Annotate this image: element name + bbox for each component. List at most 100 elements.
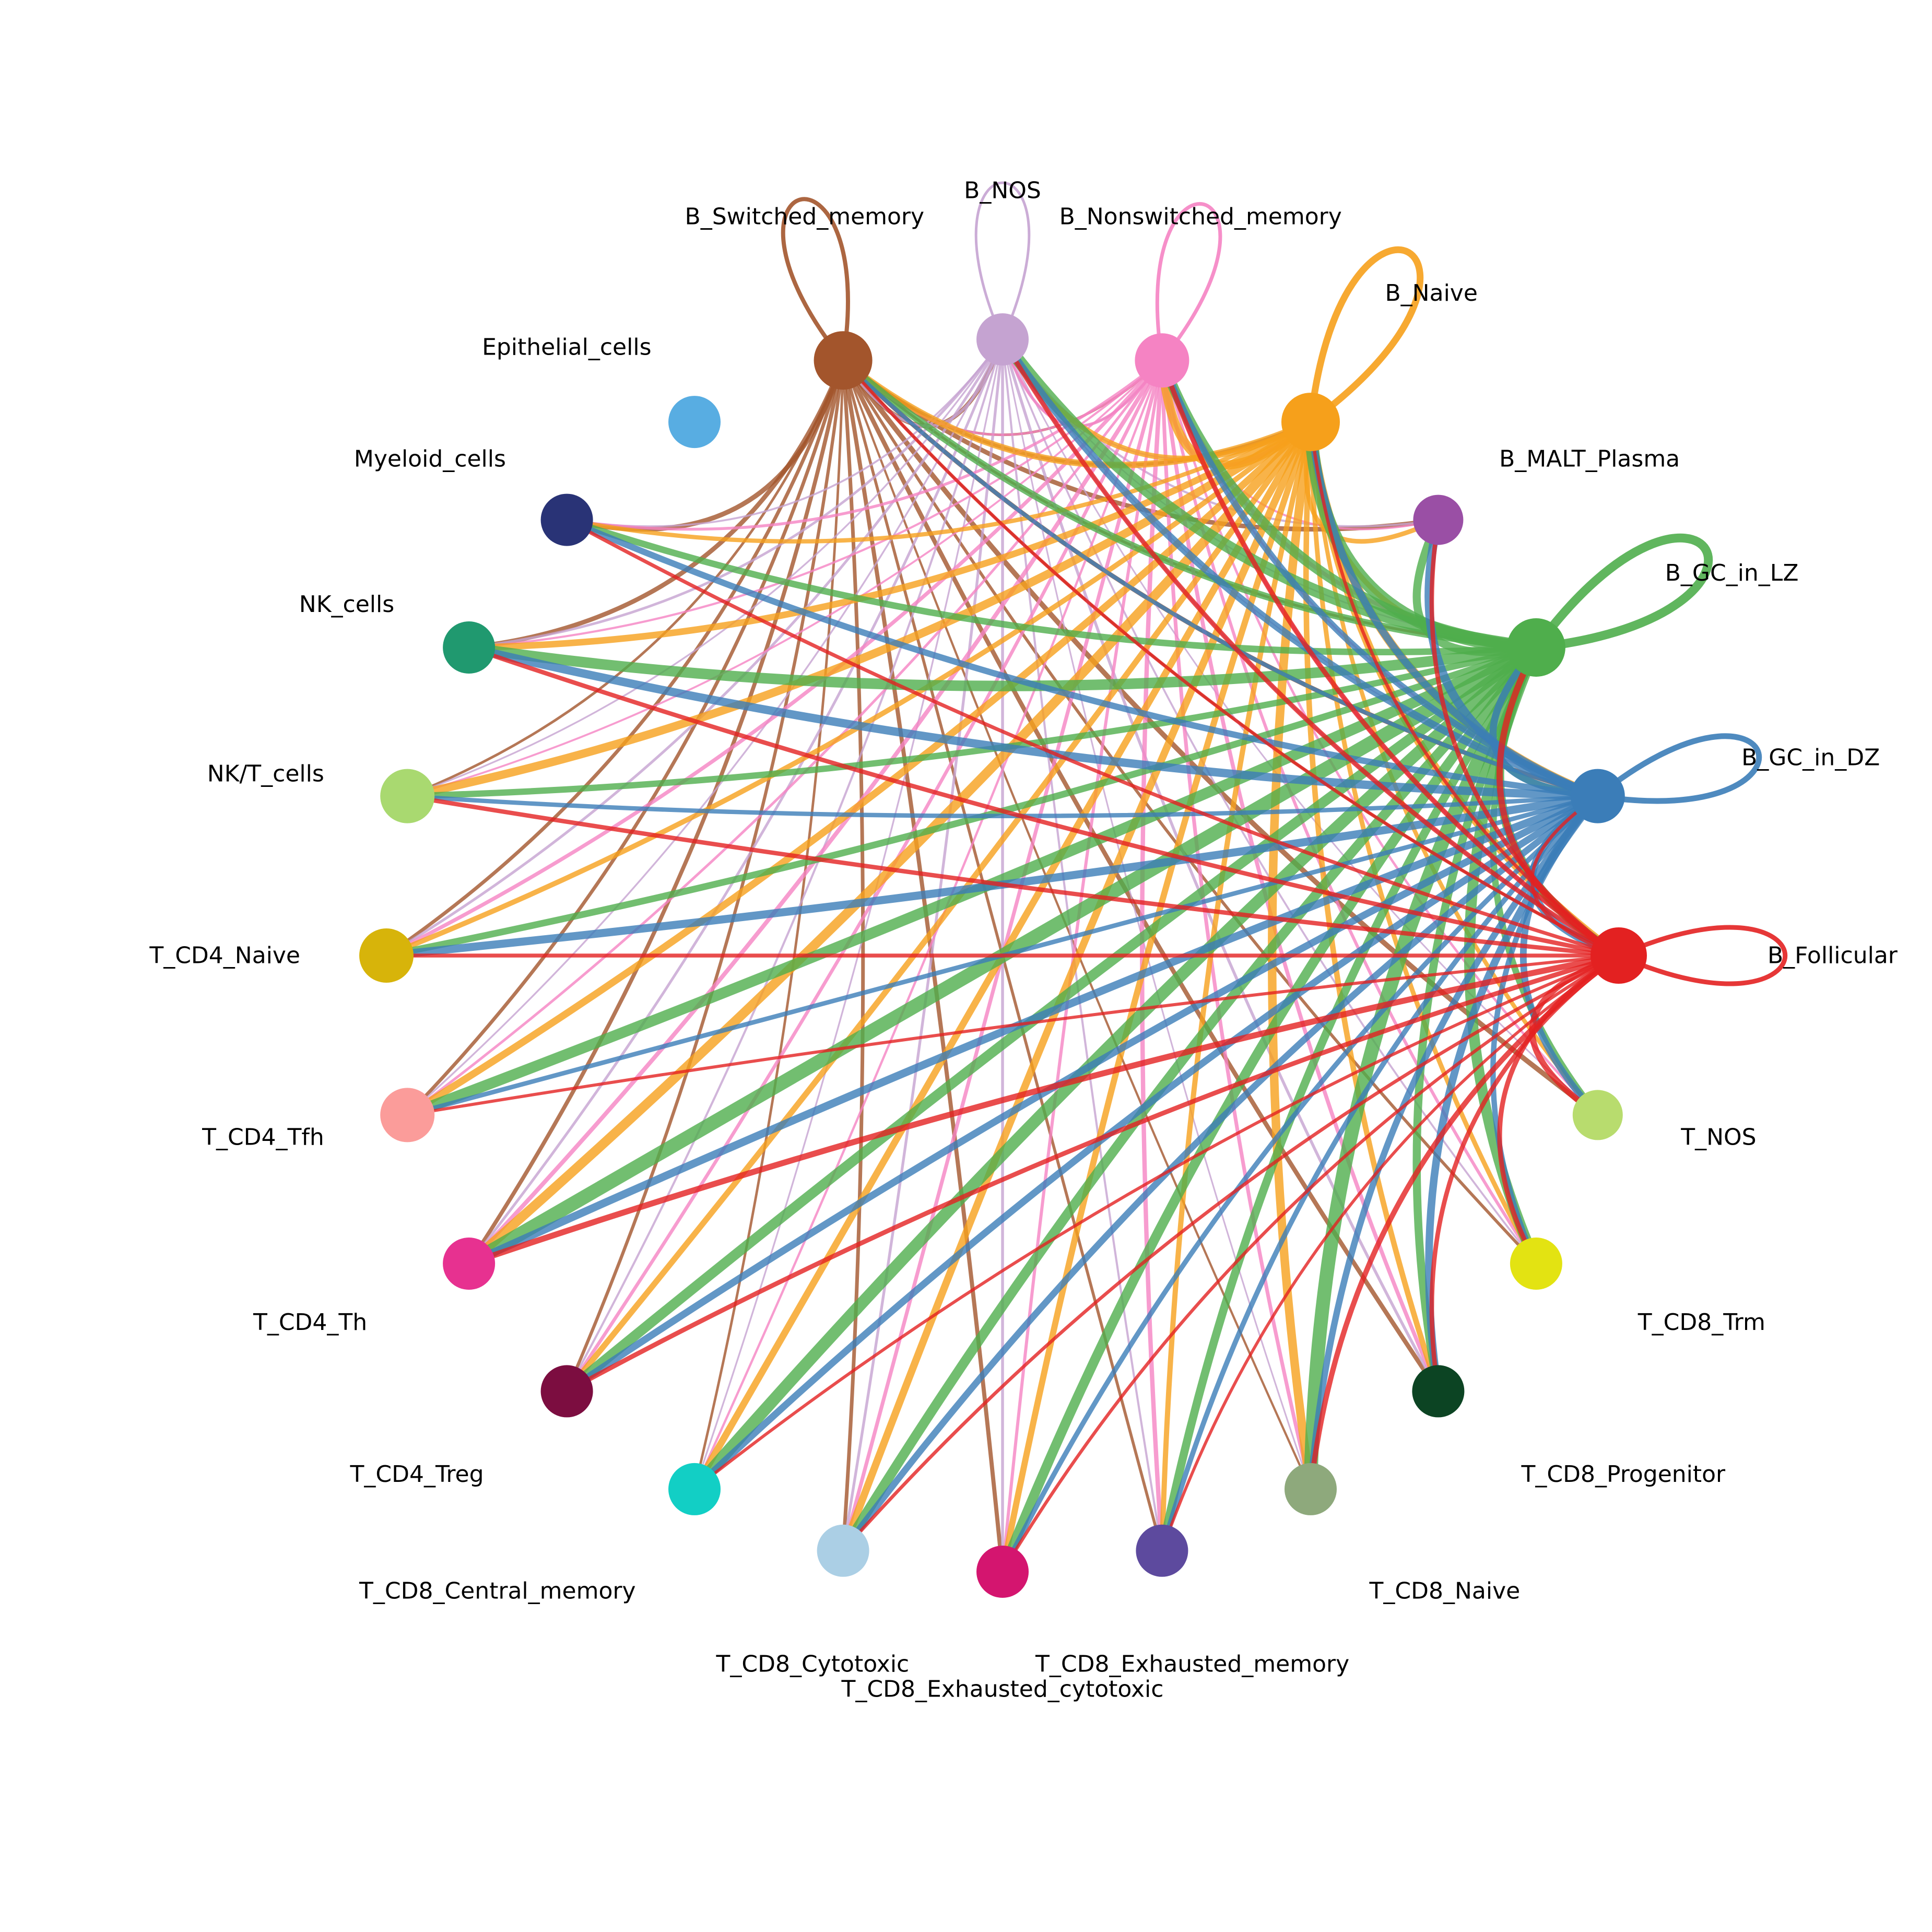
- edge-b_switched_memory-to-t_cd8_central_memory: [693, 359, 844, 1491]
- edge-b_follicular-to-b_gc_in_lz: [1496, 644, 1622, 959]
- node-t_cd4_naive: [359, 928, 414, 983]
- node-label-b_switched_memory: B_Switched_memory: [685, 203, 925, 230]
- node-label-t_cd8_central_memory: T_CD8_Central_memory: [359, 1577, 636, 1604]
- node-t_cd8_trm: [1510, 1238, 1562, 1290]
- edge-b_switched_memory-to-t_cd4_naive: [384, 358, 845, 958]
- node-b_malt_plasma: [1413, 494, 1464, 545]
- node-t_nos: [1572, 1090, 1623, 1140]
- edge-b_gc_in_dz-to-t_cd8_progenitor: [1425, 792, 1602, 1395]
- node-label-myeloid_cells: Myeloid_cells: [354, 445, 506, 472]
- edge-b_follicular-to-t_cd4_treg: [564, 953, 1621, 1394]
- node-epithelial_cells: [668, 396, 721, 449]
- node-t_cd8_central_memory: [668, 1463, 721, 1515]
- edge-b_gc_in_dz-to-b_nos: [998, 335, 1601, 800]
- edge-b_gc_in_lz-to-myeloid_cells: [563, 516, 1540, 656]
- node-label-t_cd8_naive: T_CD8_Naive: [1369, 1577, 1521, 1604]
- edge-b_gc_in_dz-to-t_cd4_treg: [563, 792, 1601, 1395]
- node-label-nk_cells: NK_cells: [299, 591, 394, 618]
- edge-b_follicular-to-nk_cells: [466, 645, 1621, 958]
- node-label-t_cd4_tfh: T_CD4_Tfh: [202, 1124, 324, 1151]
- edge-b_naive-to-t_nos: [1309, 420, 1600, 1117]
- edge-b_follicular-to-t_cd4_tfh: [406, 954, 1620, 1117]
- node-b_follicular: [1591, 927, 1647, 984]
- node-label-t_cd4_naive: T_CD4_Naive: [149, 943, 300, 969]
- edge-b_nos-to-t_nos: [1002, 338, 1599, 1116]
- edge-b_gc_in_dz-to-t_cd4_th: [465, 792, 1602, 1268]
- edge-b_follicular-to-t_cd8_central_memory: [693, 954, 1620, 1491]
- node-t_cd8_exhausted_cytotoxic: [976, 1546, 1029, 1598]
- nodes-layer: [359, 313, 1647, 1598]
- node-b_gc_in_lz: [1506, 618, 1565, 677]
- self-loop-b_gc_in_dz: [1595, 733, 1762, 804]
- node-label-t_cd8_cytotoxic: T_CD8_Cytotoxic: [716, 1651, 910, 1678]
- edge-b_nos-to-t_cd8_exhausted_memory: [1001, 338, 1163, 1552]
- edge-b_nonswitched_memory-to-t_cd4_tfh: [406, 359, 1163, 1116]
- self-loops-layer: [781, 181, 1788, 986]
- node-t_cd4_treg: [540, 1365, 593, 1418]
- edge-b_follicular-to-b_nos: [1000, 337, 1621, 958]
- self-loop-b_gc_in_lz: [1532, 533, 1713, 652]
- node-myeloid_cells: [540, 493, 593, 546]
- edge-b_naive-to-b_switched_memory: [840, 357, 1314, 468]
- node-label-t_nos: T_NOS: [1680, 1124, 1756, 1151]
- edge-b_follicular-to-b_switched_memory: [841, 358, 1621, 958]
- self-loop-b_nos: [974, 181, 1031, 341]
- node-label-epithelial_cells: Epithelial_cells: [482, 334, 651, 361]
- edge-b_nos-to-t_cd8_central_memory: [693, 338, 1004, 1490]
- node-label-b_gc_in_dz: B_GC_in_DZ: [1741, 744, 1880, 771]
- edge-b_gc_in_dz-to-nk-t_cells: [405, 794, 1600, 818]
- node-b_switched_memory: [814, 331, 873, 390]
- node-label-t_cd8_progenitor: T_CD8_Progenitor: [1521, 1461, 1726, 1488]
- node-label-b_naive: B_Naive: [1385, 280, 1478, 307]
- edge-b_follicular-to-t_cd8_cytotoxic: [841, 953, 1621, 1553]
- node-label-t_cd4_th: T_CD4_Th: [253, 1309, 367, 1336]
- self-loop-b_follicular: [1616, 925, 1788, 986]
- node-label-b_gc_in_lz: B_GC_in_LZ: [1665, 560, 1799, 586]
- edge-b_nonswitched_memory-to-t_cd4_naive: [384, 358, 1164, 958]
- edge-b_nos-to-b_switched_memory: [841, 338, 1004, 428]
- self-loop-b_switched_memory: [781, 197, 850, 363]
- node-b_naive: [1281, 393, 1340, 452]
- node-t_cd4_tfh: [380, 1088, 435, 1142]
- node-b_gc_in_dz: [1570, 769, 1625, 823]
- edges-layer: [382, 333, 1623, 1577]
- edge-b_gc_in_lz-to-b_switched_memory: [839, 357, 1540, 651]
- edge-b_follicular-to-nk-t_cells: [405, 794, 1621, 958]
- node-t_cd8_exhausted_memory: [1136, 1524, 1188, 1577]
- node-b_nos: [976, 313, 1029, 366]
- edge-b_switched_memory-to-t_cd4_th: [467, 358, 845, 1266]
- edge-b_follicular-to-t_cd8_naive: [1307, 952, 1622, 1492]
- node-label-b_nonswitched_memory: B_Nonswitched_memory: [1059, 203, 1342, 230]
- edge-b_follicular-to-t_cd8_exhausted_cytotoxic: [1000, 953, 1621, 1574]
- node-label-b_follicular: B_Follicular: [1768, 943, 1898, 969]
- edge-b_gc_in_dz-to-myeloid_cells: [563, 516, 1601, 799]
- node-nk_cells: [443, 621, 496, 674]
- node-t_cd8_naive: [1285, 1463, 1337, 1515]
- self-loop-b_naive: [1307, 246, 1424, 426]
- edge-b_gc_in_lz-to-t_cd4_naive: [383, 644, 1540, 959]
- edge-b_nos-to-nk_cells: [467, 338, 1004, 649]
- edge-b_nos-to-myeloid_cells: [566, 338, 1004, 527]
- edge-b_follicular-to-t_cd4_th: [466, 952, 1622, 1267]
- edge-b_gc_in_dz-to-t_cd8_central_memory: [691, 793, 1601, 1493]
- node-label-t_cd8_exhausted_memory: T_CD8_Exhausted_memory: [1035, 1651, 1349, 1678]
- node-t_cd4_th: [443, 1238, 496, 1290]
- edge-b_gc_in_dz-to-t_cd4_naive: [382, 792, 1602, 960]
- edge-b_gc_in_dz-to-b_switched_memory: [841, 358, 1600, 798]
- node-nk-t_cells: [380, 769, 435, 823]
- edge-b_gc_in_lz-to-t_cd8_naive: [1303, 640, 1544, 1497]
- edge-b_gc_in_dz-to-t_cd8_exhausted_cytotoxic: [1000, 793, 1600, 1574]
- edge-b_gc_in_dz-to-t_cd8_cytotoxic: [840, 793, 1601, 1554]
- edge-b_follicular-to-myeloid_cells: [565, 518, 1621, 958]
- edge-b_gc_in_dz-to-b_malt_plasma: [1424, 515, 1603, 800]
- edge-b_gc_in_lz-to-t_cd8_exhausted_cytotoxic: [997, 642, 1541, 1577]
- edge-b_naive-to-t_cd4_tfh: [404, 418, 1314, 1119]
- edge-b_switched_memory-to-t_cd4_treg: [565, 359, 845, 1393]
- node-t_cd8_cytotoxic: [817, 1524, 869, 1577]
- edge-b_gc_in_lz-to-t_cd8_cytotoxic: [838, 642, 1541, 1556]
- edge-b_switched_memory-to-t_cd4_tfh: [405, 358, 845, 1117]
- node-label-t_cd4_treg: T_CD4_Treg: [349, 1461, 484, 1488]
- node-b_nonswitched_memory: [1135, 333, 1189, 388]
- node-label-t_cd8_trm: T_CD8_Trm: [1638, 1309, 1765, 1336]
- edge-b_nos-to-t_cd4_th: [467, 338, 1004, 1265]
